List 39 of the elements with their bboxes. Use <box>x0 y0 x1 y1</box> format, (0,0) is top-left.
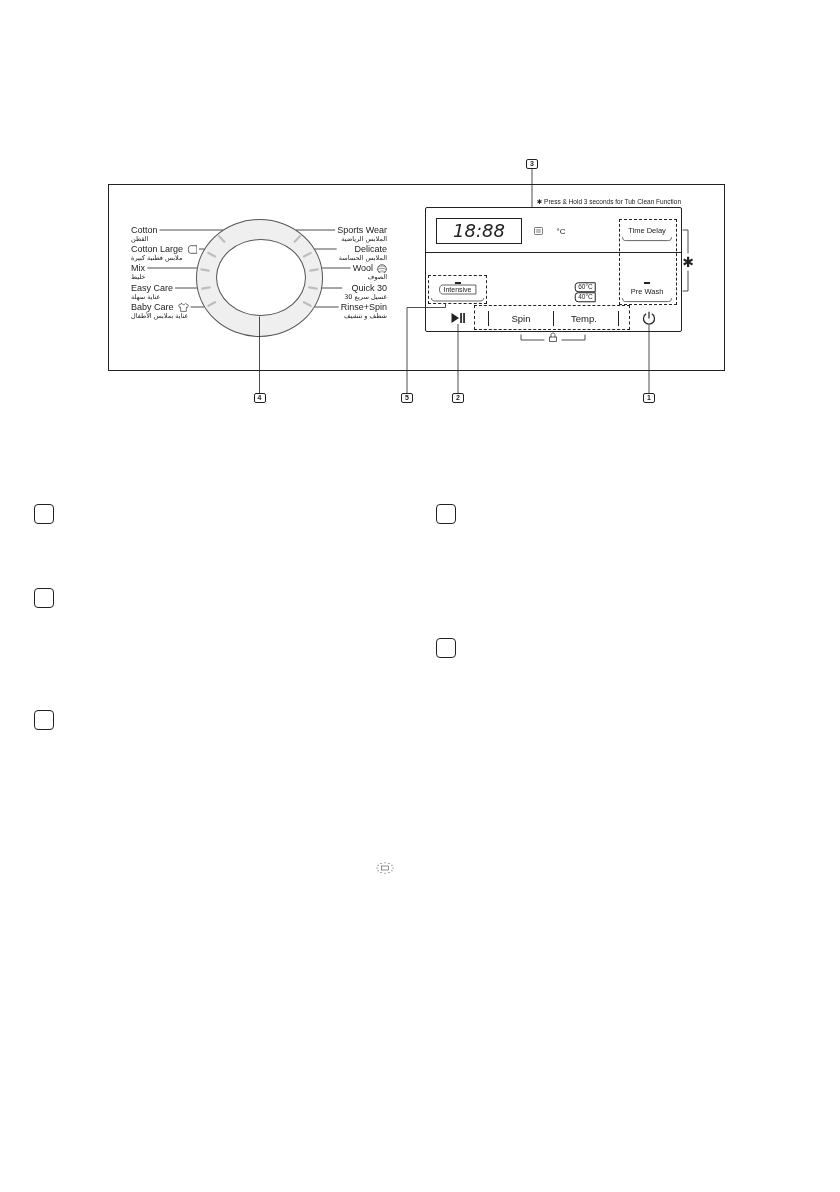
asterisk: ✱ <box>682 255 694 269</box>
leader-line <box>648 324 650 394</box>
callout-box <box>34 588 54 608</box>
program-name: Easy Care <box>131 283 174 293</box>
leader-line <box>406 303 446 394</box>
display-panel <box>425 207 682 332</box>
control-label: Temp. <box>571 312 597 324</box>
program-name: Sports Wear <box>337 225 387 235</box>
program-name: Baby Care <box>131 302 174 312</box>
leader-line <box>531 168 533 208</box>
program-name: Quick 30 <box>351 283 387 293</box>
callout-box <box>34 710 54 730</box>
program-name: Wool <box>352 263 373 273</box>
leader-line <box>159 229 224 231</box>
leader-line <box>198 248 205 250</box>
leader-line <box>190 306 205 308</box>
leader-line <box>174 287 198 289</box>
leader-line <box>457 323 459 394</box>
program-name: Cotton Large <box>131 244 184 254</box>
play-pause-icon <box>451 312 465 324</box>
control-label: Spin <box>511 312 531 324</box>
leader-line <box>295 229 336 231</box>
callout-box <box>34 504 54 524</box>
power-icon <box>642 311 656 325</box>
dial-knob <box>216 239 306 317</box>
unit-label: °C <box>556 226 566 236</box>
program-name: Mix <box>131 263 145 273</box>
program-name: Delicate <box>354 244 387 254</box>
digital-readout: 18:88 <box>436 218 522 244</box>
callout-box <box>436 638 456 658</box>
leader-line <box>314 248 338 250</box>
leader-line <box>146 267 198 269</box>
leader-line <box>321 287 343 289</box>
program-name: Rinse+Spin <box>340 302 387 312</box>
program-name: Cotton <box>131 225 158 235</box>
leader-line <box>321 267 352 269</box>
leader-line <box>314 306 340 308</box>
leader-line <box>259 316 260 394</box>
callout-box <box>436 504 456 524</box>
